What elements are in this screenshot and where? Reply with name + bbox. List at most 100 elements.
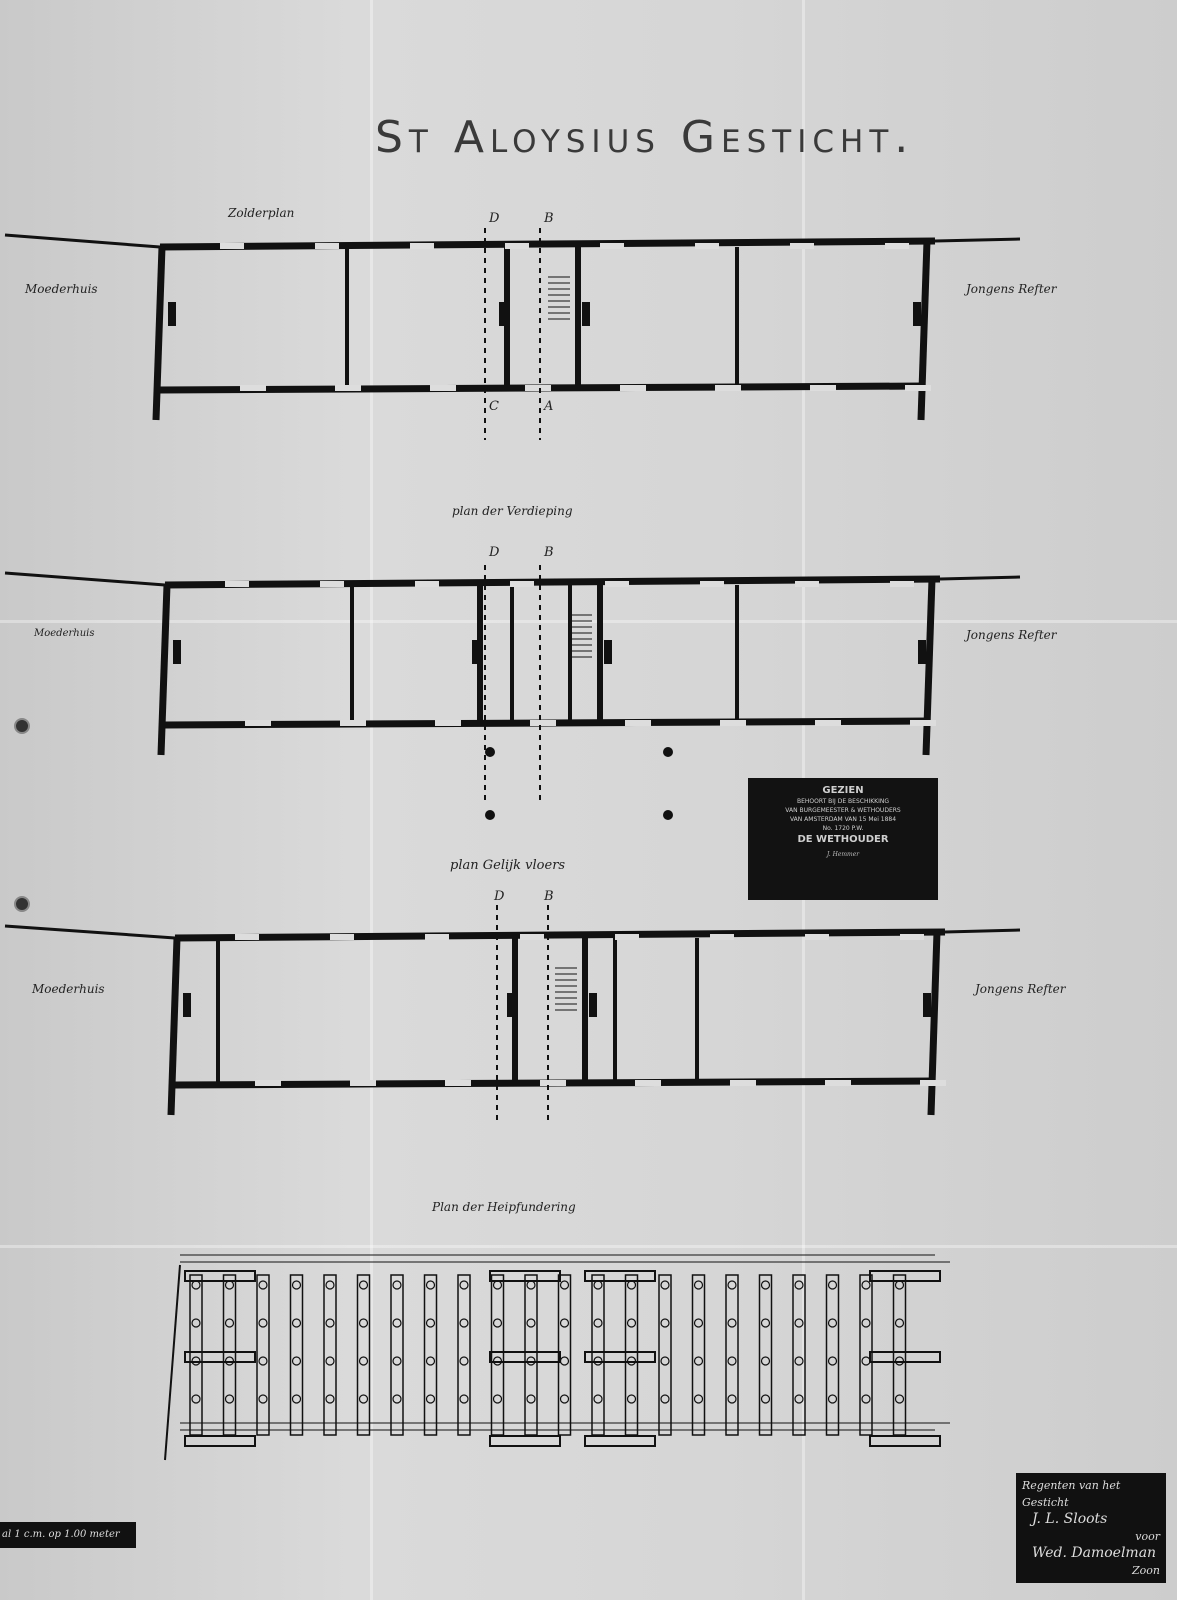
pile-beam bbox=[591, 1274, 605, 1436]
foundation-edge bbox=[164, 1264, 181, 1461]
stamp-office: DE WETHOUDER bbox=[797, 834, 889, 845]
chimney bbox=[589, 993, 597, 1017]
window bbox=[530, 720, 556, 726]
pile bbox=[660, 1280, 670, 1290]
window bbox=[710, 934, 734, 940]
outer-wall bbox=[4, 924, 176, 940]
pile bbox=[191, 1394, 201, 1404]
section-marker: A bbox=[543, 399, 553, 414]
pile bbox=[660, 1318, 670, 1328]
window bbox=[815, 720, 841, 726]
upper-right-label: Jongens Refter bbox=[966, 628, 1057, 642]
pile bbox=[526, 1280, 536, 1290]
pile-beam bbox=[256, 1274, 270, 1436]
pile bbox=[392, 1280, 402, 1290]
pile bbox=[760, 1394, 771, 1404]
attic-plan-label: Zolderplan bbox=[228, 206, 295, 220]
cross-beam bbox=[869, 1435, 941, 1447]
window bbox=[600, 243, 624, 249]
pile bbox=[224, 1318, 235, 1328]
window bbox=[225, 581, 249, 587]
pile bbox=[794, 1356, 804, 1366]
pile bbox=[425, 1280, 436, 1290]
outer-wall bbox=[934, 237, 1021, 243]
section-marker: B bbox=[543, 545, 554, 560]
signature-line: voor bbox=[1135, 1530, 1160, 1543]
pile-beam bbox=[524, 1274, 538, 1436]
pile bbox=[827, 1318, 838, 1328]
pile bbox=[593, 1394, 603, 1404]
stamp-line: BEHOORT BIJ DE BESCHIKKING bbox=[796, 798, 889, 805]
pile bbox=[760, 1318, 771, 1328]
pile bbox=[325, 1280, 335, 1290]
pile-beam bbox=[323, 1274, 337, 1436]
window bbox=[795, 581, 819, 587]
window bbox=[920, 1080, 946, 1086]
pile-beam bbox=[792, 1274, 806, 1436]
attic-left-label: Moederhuis bbox=[25, 282, 98, 296]
cross-beam bbox=[489, 1435, 561, 1447]
pile bbox=[626, 1394, 637, 1404]
pile bbox=[727, 1356, 737, 1366]
window bbox=[430, 385, 456, 391]
upper-plan-label: plan der Verdieping bbox=[452, 504, 573, 518]
window bbox=[695, 243, 719, 249]
section-marker: D bbox=[493, 889, 505, 904]
pile bbox=[392, 1318, 402, 1328]
pile bbox=[794, 1280, 804, 1290]
pile bbox=[593, 1318, 603, 1328]
pile-beam bbox=[725, 1274, 739, 1436]
side-wall bbox=[917, 240, 931, 421]
pile-beam bbox=[658, 1274, 672, 1436]
pile bbox=[827, 1394, 838, 1404]
pile bbox=[626, 1318, 637, 1328]
front-wall bbox=[164, 575, 941, 589]
pile bbox=[861, 1394, 871, 1404]
window bbox=[410, 243, 434, 249]
window bbox=[720, 720, 746, 726]
chimney bbox=[173, 640, 181, 664]
pile bbox=[827, 1356, 838, 1366]
window bbox=[255, 1080, 281, 1086]
pile bbox=[827, 1280, 838, 1290]
pile-beam bbox=[691, 1274, 706, 1436]
pile bbox=[559, 1356, 570, 1366]
window bbox=[625, 720, 651, 726]
pile bbox=[559, 1394, 570, 1404]
window bbox=[350, 1080, 376, 1086]
pile bbox=[626, 1280, 637, 1290]
pile-beam bbox=[758, 1274, 773, 1436]
chimney bbox=[499, 302, 507, 326]
signature-line: Regenten van het Gesticht bbox=[1022, 1479, 1121, 1509]
window bbox=[635, 1080, 661, 1086]
pile bbox=[224, 1280, 235, 1290]
pile bbox=[291, 1394, 302, 1404]
window bbox=[340, 720, 366, 726]
window bbox=[900, 934, 924, 940]
attic-right-label: Jongens Refter bbox=[966, 282, 1057, 296]
pile bbox=[559, 1280, 570, 1290]
pile bbox=[660, 1356, 670, 1366]
municipal-stamp: GEZIEN BEHOORT BIJ DE BESCHIKKING VAN BU… bbox=[748, 778, 938, 900]
pile bbox=[894, 1280, 905, 1290]
ground-right-label: Jongens Refter bbox=[975, 982, 1066, 996]
pile bbox=[727, 1394, 737, 1404]
window bbox=[700, 581, 724, 587]
side-wall bbox=[157, 584, 171, 756]
window bbox=[245, 720, 271, 726]
pile bbox=[459, 1318, 469, 1328]
pile bbox=[325, 1318, 335, 1328]
window bbox=[505, 243, 529, 249]
pile bbox=[760, 1356, 771, 1366]
window bbox=[890, 581, 914, 587]
section-marker: D bbox=[488, 211, 500, 226]
window bbox=[220, 243, 244, 249]
pile bbox=[760, 1280, 771, 1290]
pile bbox=[526, 1394, 536, 1404]
chimney bbox=[183, 993, 191, 1017]
window bbox=[525, 385, 551, 391]
pile bbox=[425, 1318, 436, 1328]
section-marker: D bbox=[488, 545, 500, 560]
pile bbox=[794, 1318, 804, 1328]
